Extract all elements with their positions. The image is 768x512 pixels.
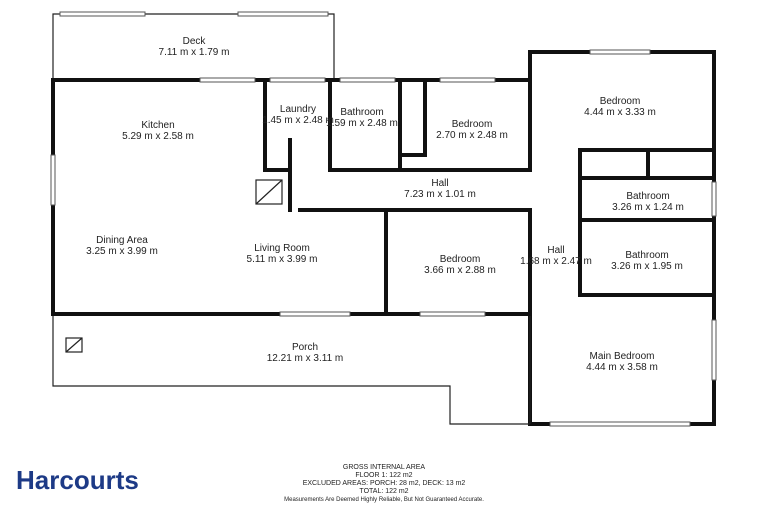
area-title: GROSS INTERNAL AREA	[343, 464, 426, 471]
area-disclaimer: Measurements Are Deemed Highly Reliable,…	[284, 497, 484, 503]
area-floor: FLOOR 1: 122 m2	[355, 472, 412, 479]
wall-bath3	[578, 220, 716, 297]
bedroom2-dims: 4.44 m x 3.33 m	[584, 107, 656, 118]
bedroom2-window	[589, 49, 651, 55]
bedroom1-window	[439, 77, 496, 83]
main-bedroom-dims: 4.44 m x 3.58 m	[586, 362, 658, 373]
living-dims: 5.11 m x 3.99 m	[247, 254, 318, 265]
laundry-window	[269, 77, 326, 83]
deck-window-right	[237, 11, 329, 17]
porch-symbol-hatch	[65, 337, 83, 353]
deck-outline	[52, 13, 335, 80]
hall1-dims: 7.23 m x 1.01 m	[404, 189, 476, 200]
fireplace-hatch	[255, 179, 283, 205]
deck-name: Deck	[183, 36, 207, 47]
dining-window	[50, 154, 56, 206]
dining-dims: 3.25 m x 3.99 m	[86, 246, 158, 257]
bathroom2-name: Bathroom	[626, 191, 669, 202]
living-name: Living Room	[254, 243, 310, 254]
bedroom3-name: Bedroom	[440, 254, 481, 265]
porch-dims: 12.21 m x 3.11 m	[267, 353, 344, 364]
main-bedroom-name: Main Bedroom	[589, 351, 654, 362]
kitchen-name: Kitchen	[141, 120, 174, 131]
hall1-name: Hall	[431, 178, 448, 189]
fireplace-symbol	[255, 179, 283, 205]
bathroom3-name: Bathroom	[625, 250, 668, 261]
bathroom1-dims: 1.59 m x 2.48 m	[326, 118, 398, 129]
dining-name: Dining Area	[96, 235, 148, 246]
porch-symbol	[65, 337, 83, 353]
area-excluded: EXCLUDED AREAS: PORCH: 28 m2, DECK: 13 m…	[303, 480, 466, 487]
laundry-dims: 1.45 m x 2.48 m	[262, 115, 334, 126]
bathroom3-dims: 3.26 m x 1.95 m	[611, 261, 683, 272]
bathroom2-window	[711, 181, 717, 217]
bedroom3-dims: 3.66 m x 2.88 m	[424, 265, 496, 276]
bathroom-window	[339, 77, 396, 83]
brand-logo: Harcourts	[16, 465, 139, 495]
porch-outline	[52, 316, 530, 425]
laundry-name: Laundry	[280, 104, 316, 115]
bathroom2-dims: 3.26 m x 1.24 m	[612, 202, 684, 213]
hall2-name: Hall	[547, 245, 564, 256]
living-window	[279, 311, 351, 317]
bedroom1-dims: 2.70 m x 2.48 m	[436, 130, 508, 141]
bathroom1-name: Bathroom	[340, 107, 383, 118]
area-total: TOTAL: 122 m2	[359, 488, 408, 495]
main-bedroom-side-window	[711, 319, 717, 381]
wall-bath1-closet	[398, 78, 427, 157]
kitchen-dims: 5.29 m x 2.58 m	[122, 131, 194, 142]
bedroom2-name: Bedroom	[600, 96, 641, 107]
porch-name: Porch	[292, 342, 318, 353]
hall2-dims: 1.68 m x 2.47 m	[520, 256, 592, 267]
kitchen-window	[199, 77, 256, 83]
deck-window-left	[59, 11, 146, 17]
bedroom3-window	[419, 311, 486, 317]
main-bedroom-window	[549, 421, 691, 427]
bedroom1-name: Bedroom	[452, 119, 493, 130]
deck-dims: 7.11 m x 1.79 m	[159, 47, 230, 58]
